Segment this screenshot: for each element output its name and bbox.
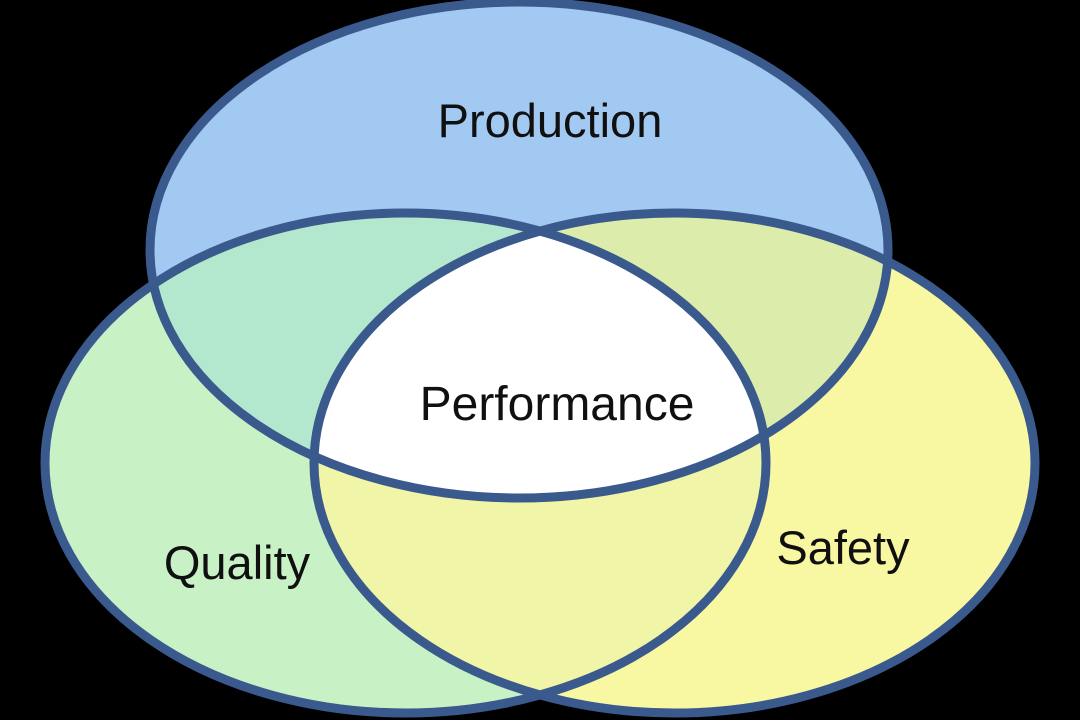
quality-outline — [40, 208, 771, 718]
quality-label: Quality — [164, 536, 311, 589]
safety-label: Safety — [776, 521, 910, 574]
production-outline — [145, 0, 893, 503]
production-label: Production — [438, 94, 663, 147]
safety-outline — [309, 208, 1040, 718]
performance-label: Performance — [420, 378, 695, 431]
